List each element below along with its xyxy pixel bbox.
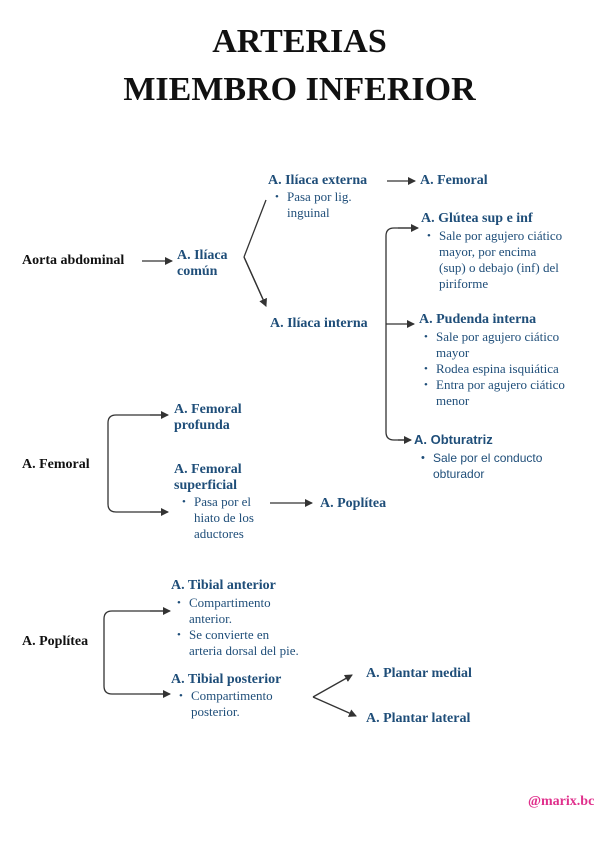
note-item: Compartimento: [179, 688, 273, 704]
glutea-label: A. Glútea sup e inf: [421, 211, 533, 226]
femoral-root-label: A. Femoral: [22, 457, 90, 472]
pudenda-label: A. Pudenda interna: [419, 312, 537, 327]
tibial-anterior-notes: Compartimento anterior. Se convierte en …: [177, 595, 299, 659]
note-item-continued: piriforme: [439, 276, 489, 291]
note-item-continued: aductores: [194, 526, 244, 541]
note-item-continued: anterior.: [189, 611, 232, 626]
tibial-anterior-label: A. Tibial anterior: [171, 578, 276, 593]
note-item: Sale por agujero ciático: [424, 329, 565, 345]
glutea-notes: Sale por agujero ciático mayor, por enci…: [427, 228, 562, 292]
iliaca-comun-label-line-2: común: [177, 264, 218, 279]
note-item-continued: hiato de los: [194, 510, 254, 525]
femoral-label: A. Femoral: [420, 173, 488, 188]
bracket-poplitea: [103, 610, 168, 695]
femoral-superficial-label-line-2: superficial: [174, 478, 237, 493]
bracket-iliaca-interna: [385, 227, 412, 441]
note-item-continued: (sup) o debajo (inf) del: [439, 260, 559, 275]
pudenda-notes: Sale por agujero ciático mayor Rodea esp…: [424, 329, 565, 409]
femoral-profunda-label-line-2: profunda: [174, 418, 230, 433]
page-title-line-2: MIEMBRO INFERIOR: [123, 71, 476, 108]
note-item: Pasa por el: [182, 494, 254, 510]
note-item: Pasa por lig.: [275, 189, 352, 205]
note-item: Sale por agujero ciático: [427, 228, 562, 244]
iliaca-externa-label: A. Ilíaca externa: [268, 173, 368, 188]
note-item: Rodea espina isquiática: [424, 361, 565, 377]
note-item: Entra por agujero ciático: [424, 377, 565, 393]
note-item-continued: arteria dorsal del pie.: [189, 643, 299, 658]
femoral-superficial-label-line-1: A. Femoral: [174, 462, 242, 477]
fork-iliaca-comun-lower: [243, 256, 267, 307]
bracket-femoral: [107, 414, 166, 513]
iliaca-externa-notes: Pasa por lig. inguinal: [275, 189, 352, 221]
note-item-continued: posterior.: [191, 704, 240, 719]
tibial-posterior-notes: Compartimento posterior.: [179, 688, 273, 720]
fork-iliaca-comun: [243, 199, 266, 306]
note-item: Compartimento: [177, 595, 299, 611]
fork-tibial-posterior-lower: [312, 696, 357, 717]
tibial-posterior-label: A. Tibial posterior: [171, 672, 282, 687]
note-item: inguinal: [287, 205, 330, 220]
fork-tibial-posterior: [312, 674, 353, 698]
note-item-continued: mayor: [436, 345, 470, 360]
obturatriz-label: A. Obturatriz: [414, 432, 493, 447]
note-item-continued: obturador: [433, 467, 485, 481]
poplitea-root-label: A. Poplítea: [22, 634, 89, 649]
note-item-continued: mayor, por encima: [439, 244, 537, 259]
plantar-medial-label: A. Plantar medial: [366, 666, 472, 681]
plantar-lateral-label: A. Plantar lateral: [366, 711, 471, 726]
author-watermark: @marix.bc: [528, 794, 595, 809]
note-item: Se convierte en: [177, 627, 299, 643]
femoral-profunda-label-line-1: A. Femoral: [174, 402, 242, 417]
femoral-superficial-notes: Pasa por el hiato de los aductores: [182, 494, 254, 542]
page-title-line-1: ARTERIAS: [212, 23, 387, 60]
poplitea-label: A. Poplítea: [320, 496, 387, 511]
note-item: Sale por el conducto: [421, 450, 542, 466]
aorta-abdominal-label: Aorta abdominal: [22, 253, 125, 268]
iliaca-interna-label: A. Ilíaca interna: [270, 316, 368, 331]
obturatriz-notes: Sale por el conducto obturador: [421, 450, 542, 482]
note-item-continued: menor: [436, 393, 470, 408]
iliaca-comun-label-line-1: A. Ilíaca: [177, 248, 228, 263]
